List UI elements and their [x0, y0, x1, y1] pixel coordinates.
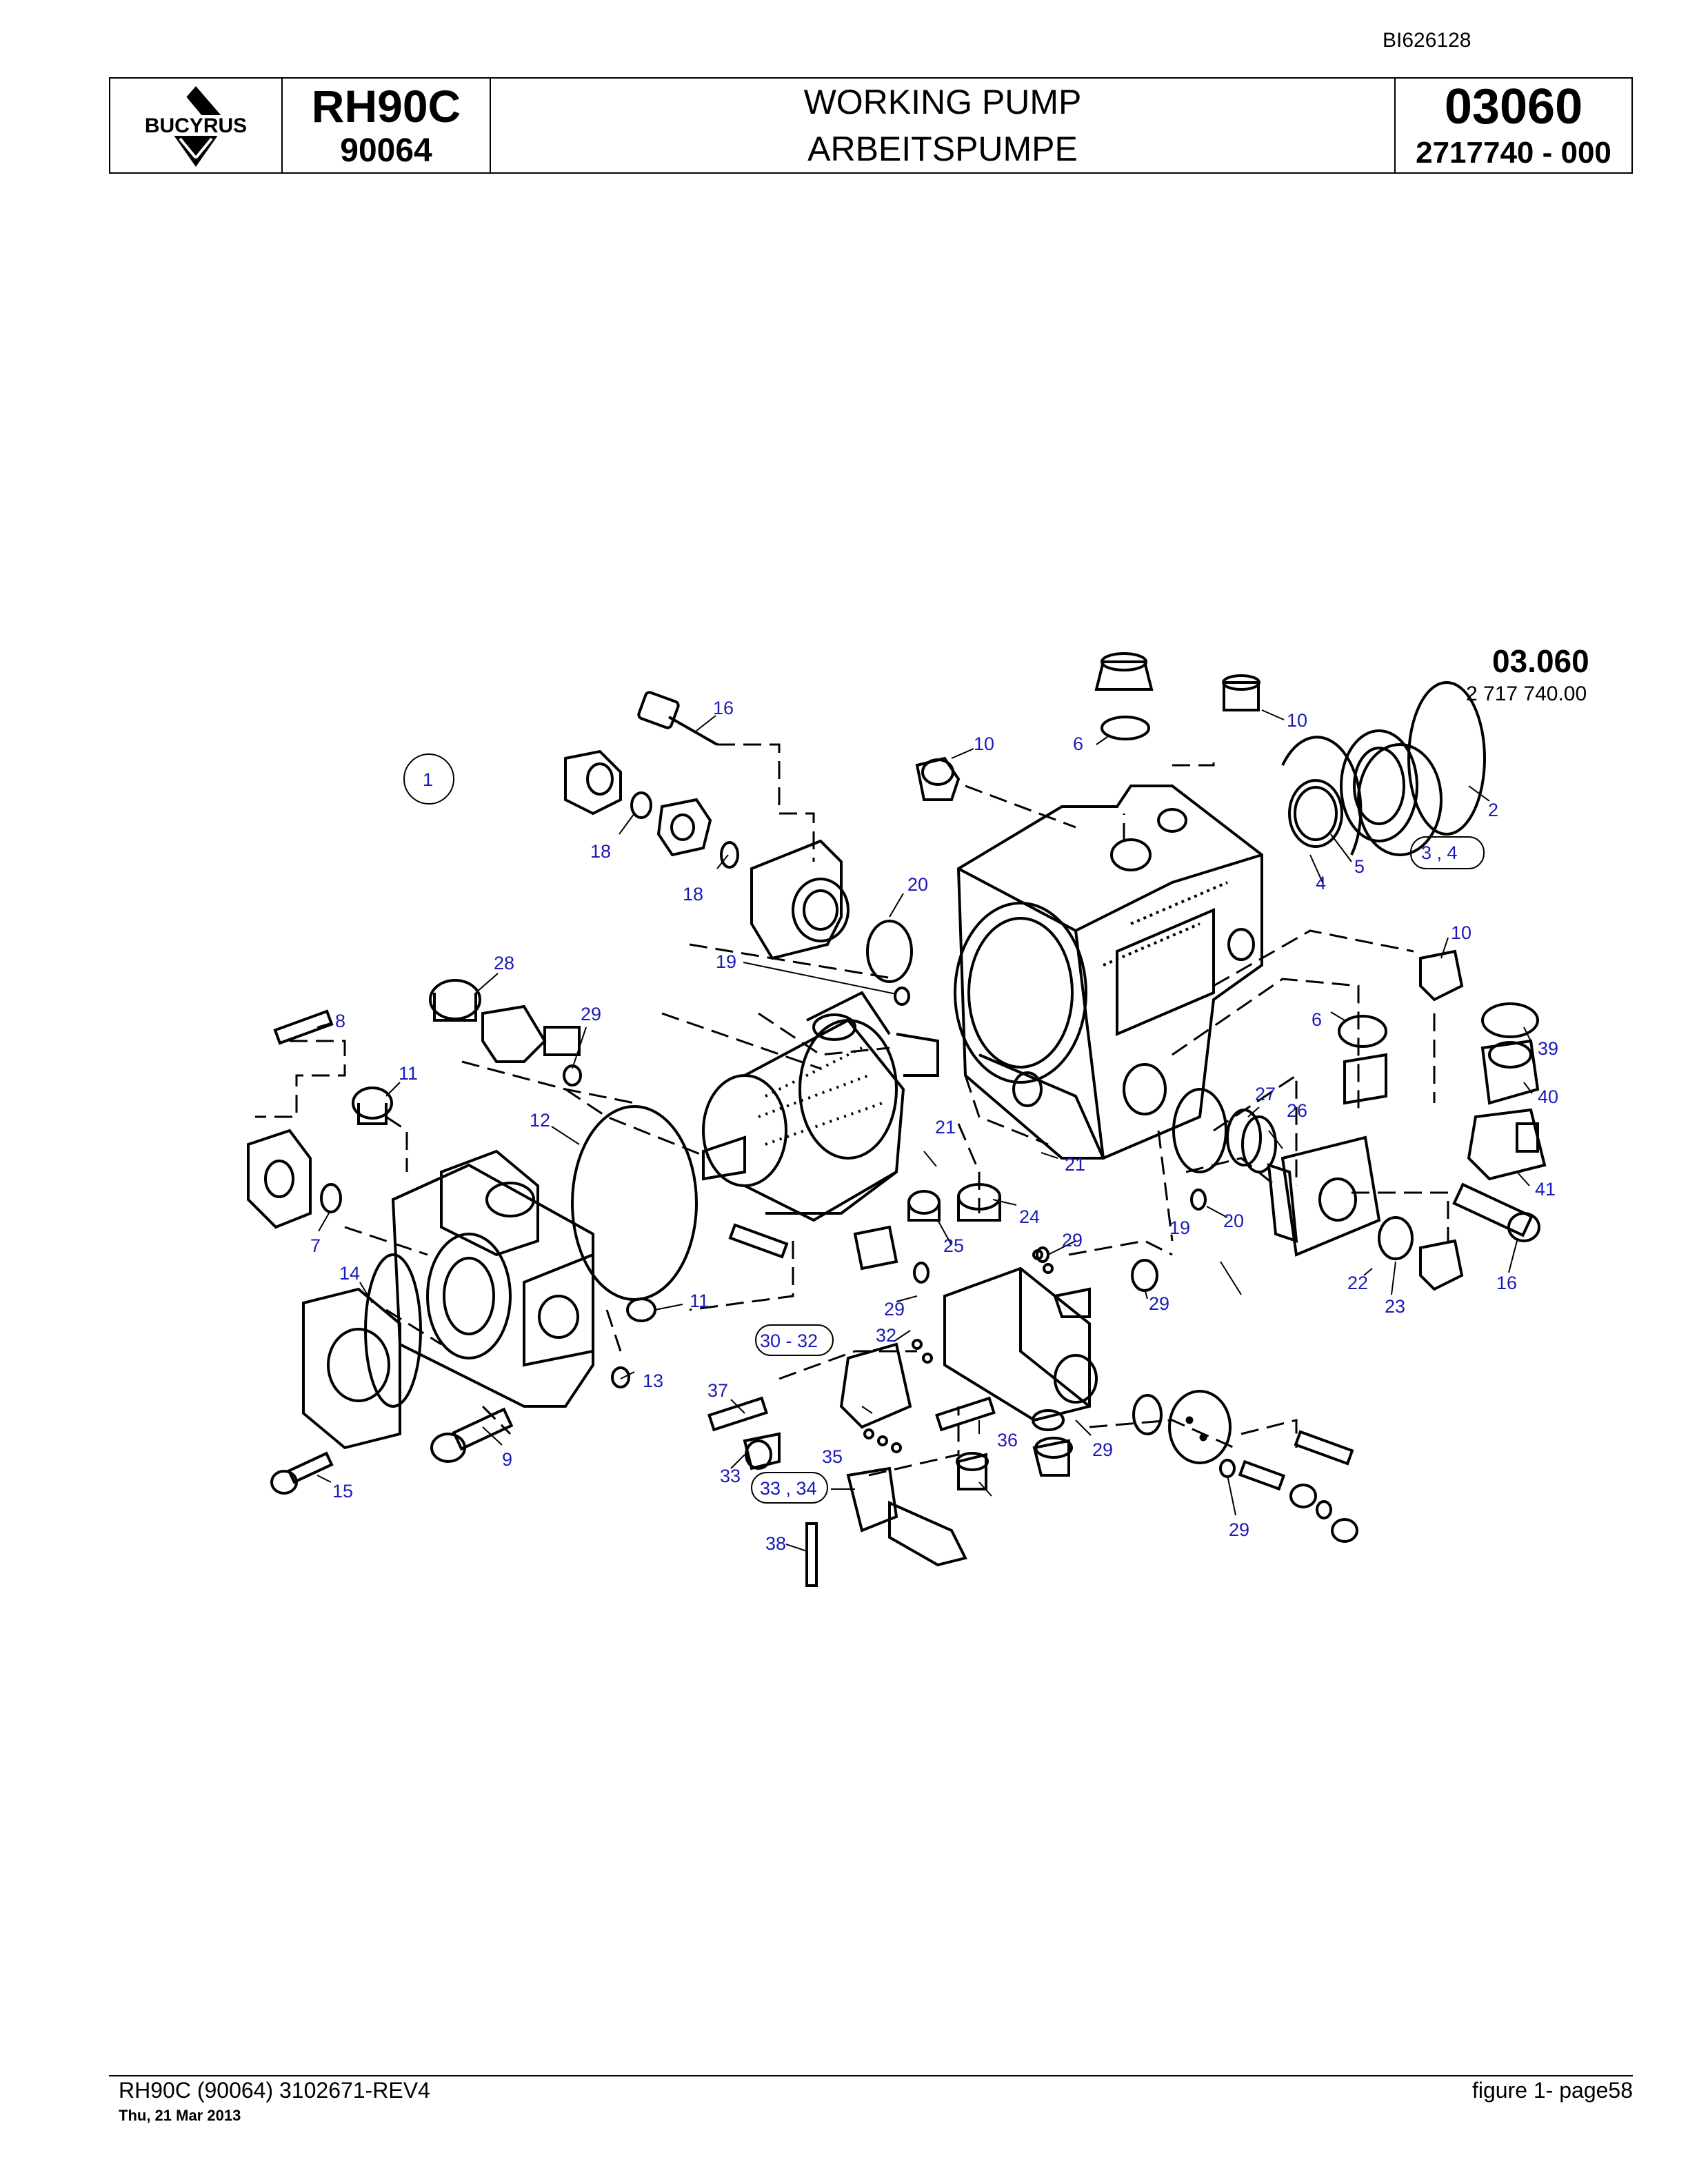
- callout-24: 24: [1019, 1206, 1040, 1227]
- callout-32: 33: [720, 1466, 741, 1486]
- callout-22: 22: [1347, 1273, 1368, 1293]
- callout-23: 23: [1385, 1296, 1405, 1317]
- callout-1: 1: [423, 769, 433, 790]
- callout-29-f: 29: [1229, 1519, 1249, 1540]
- document-id: BI626128: [1383, 29, 1471, 52]
- right-side-parts: [1172, 949, 1547, 1291]
- title-german: ARBEITSPUMPE: [807, 130, 1078, 168]
- callout-40: 41: [1535, 1179, 1556, 1200]
- callout-6-right: 6: [1312, 1009, 1322, 1030]
- callout-11-a: 11: [399, 1063, 418, 1084]
- title-english: WORKING PUMP: [803, 83, 1082, 121]
- callout-15: 15: [332, 1481, 353, 1502]
- leader-lines: [316, 709, 1533, 1552]
- callout-29-a: 29: [581, 1004, 601, 1024]
- callout-10-a: 10: [974, 734, 994, 754]
- callout-7: 7: [310, 1235, 321, 1256]
- callout-14: 14: [339, 1263, 360, 1284]
- callout-21-a: 21: [935, 1117, 956, 1138]
- callout-26: 26: [1287, 1100, 1307, 1121]
- upper-left-fittings: [564, 691, 961, 1006]
- title-block: BUCYRUS RH90C 90064 WORKING PUMP ARBEITS…: [109, 77, 1633, 174]
- callout-29-d: 29: [884, 1299, 905, 1320]
- callout-2: 2: [1488, 800, 1498, 820]
- callout-29-e: 29: [1092, 1439, 1113, 1460]
- callout-group-30-32: 30 - 32: [760, 1331, 818, 1351]
- bucyrus-logo-graphic: BUCYRUS: [121, 86, 271, 167]
- callout-18-a: 18: [590, 841, 611, 862]
- callout-39: 40: [1538, 1086, 1558, 1107]
- callout-9: 9: [502, 1449, 512, 1470]
- callout-group-33-34: 33 , 34: [760, 1478, 817, 1499]
- section-cell: 03060 2717740 - 000: [1396, 79, 1631, 172]
- diagram-ref-code: 03.060: [1492, 643, 1589, 679]
- footer-document-ref: RH90C (90064) 3102671-REV4: [119, 2078, 430, 2103]
- section-number: 03060: [1444, 79, 1583, 134]
- group-frame-3-4: [1410, 836, 1485, 869]
- callout-13: 13: [643, 1371, 663, 1391]
- pump-housing: [954, 785, 1263, 1160]
- callout-35: 36: [997, 1430, 1018, 1450]
- callout-4: 4: [1316, 873, 1326, 893]
- callout-12: 12: [530, 1110, 550, 1131]
- callout-31: 32: [876, 1325, 896, 1346]
- callout-labels: 1 2 3 , 4 4 5 6 6 7 8 9 10 10 10 11 11 1…: [310, 698, 1558, 1554]
- callout-21-b: 21: [1065, 1154, 1085, 1175]
- model-name: RH90C: [311, 81, 461, 132]
- callout-19-a: 19: [716, 951, 736, 972]
- callout-8: 8: [335, 1011, 345, 1031]
- callout-10-b: 10: [1287, 710, 1307, 731]
- callout-27: 27: [1255, 1084, 1276, 1104]
- callout-36: 37: [707, 1380, 728, 1401]
- footer-date: Thu, 21 Mar 2013: [119, 2107, 241, 2124]
- callout-29-b: 29: [1062, 1230, 1083, 1251]
- part-number: 2717740 - 000: [1416, 136, 1611, 170]
- left-side-parts: [247, 979, 698, 1495]
- group-frame-33-34: [751, 1472, 828, 1504]
- callout-28: 28: [494, 953, 514, 973]
- top-plugs: [1094, 652, 1486, 856]
- logo-wordmark: BUCYRUS: [145, 114, 247, 137]
- callout-11-b: 11: [690, 1291, 709, 1311]
- callout-group-3-4: 3 , 4: [1421, 842, 1458, 863]
- callout-29-c: 29: [1149, 1293, 1169, 1314]
- callout-38: 39: [1538, 1038, 1558, 1059]
- callout-16-b: 16: [1496, 1273, 1517, 1293]
- callout-25: 25: [943, 1235, 964, 1256]
- bucyrus-logo: BUCYRUS: [110, 79, 283, 172]
- callout-6-top: 6: [1073, 734, 1083, 754]
- assembly-circle-1: [403, 754, 454, 805]
- footer-divider: [109, 2075, 1633, 2076]
- group-frame-30-32: [755, 1324, 834, 1356]
- callout-10-c: 10: [1451, 922, 1471, 943]
- valve-block-assembly: [707, 1183, 1358, 1587]
- callout-5: 5: [1354, 856, 1365, 877]
- assembly-dashed-lines: [255, 743, 1449, 1477]
- title-cell: WORKING PUMP ARBEITSPUMPE: [491, 79, 1396, 172]
- footer-page-ref: figure 1- page58: [1471, 2078, 1633, 2103]
- model-cell: RH90C 90064: [283, 79, 491, 172]
- model-number: 90064: [340, 132, 432, 169]
- callout-34: 35: [822, 1446, 843, 1467]
- callout-37: 38: [765, 1533, 786, 1554]
- callout-20-b: 20: [1223, 1211, 1244, 1231]
- callout-16-a: 16: [713, 698, 734, 718]
- callout-18-b: 18: [683, 884, 703, 904]
- callout-20-a: 20: [907, 874, 928, 895]
- rotary-group: [702, 991, 939, 1222]
- callout-19-b: 19: [1169, 1217, 1190, 1238]
- diagram-ref-number: 2 717 740.00: [1466, 682, 1587, 705]
